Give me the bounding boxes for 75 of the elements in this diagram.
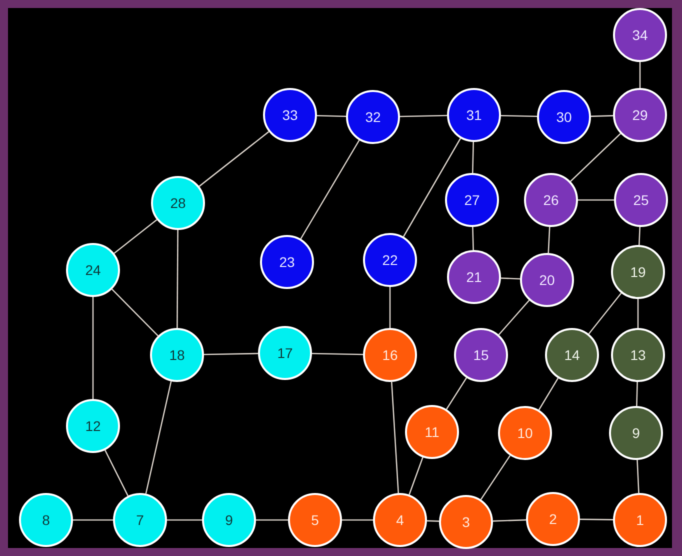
node-number: 8: [42, 513, 50, 527]
connector-line: [498, 300, 530, 336]
node-number: 11: [424, 425, 440, 439]
connector-line: [538, 378, 559, 410]
connector-line: [636, 382, 638, 406]
connector-line: [480, 455, 511, 500]
connector-line: [389, 287, 391, 328]
connector-line: [176, 230, 178, 328]
connector-line: [408, 457, 424, 495]
node-number: 30: [556, 110, 572, 124]
connector-line: [578, 199, 614, 201]
node-number: 2: [549, 512, 557, 526]
connector-line: [570, 133, 621, 182]
node-number: 9: [632, 426, 640, 440]
connector-line: [402, 138, 462, 237]
connector-line: [637, 299, 639, 328]
connector-line: [472, 142, 474, 174]
connector-line: [472, 226, 474, 250]
connector-line: [426, 520, 440, 522]
connector-line: [588, 292, 622, 334]
connector-line: [104, 450, 128, 496]
connector-line: [114, 219, 158, 254]
connector-line: [636, 460, 640, 494]
node-number: 20: [539, 273, 555, 287]
node-number: 1: [636, 513, 644, 527]
connector-line: [112, 288, 158, 336]
connector-line: [400, 114, 448, 118]
connector-line: [300, 140, 360, 240]
connector-line: [204, 352, 258, 356]
node-number: 5: [311, 513, 319, 527]
connector-line: [446, 377, 468, 410]
connector-line: [492, 519, 526, 522]
connector-line: [500, 277, 520, 280]
node-number: 18: [169, 348, 185, 362]
node-number: 4: [396, 513, 404, 527]
connector-line: [548, 226, 550, 254]
connector-line: [580, 518, 613, 520]
connector-line: [256, 519, 288, 521]
node-number: 22: [382, 253, 398, 267]
node-number: 21: [466, 270, 482, 284]
node-number: 25: [633, 193, 649, 207]
connector-line: [500, 114, 538, 118]
connector-line: [316, 115, 346, 117]
node-number: 16: [382, 348, 398, 362]
node-number: 29: [632, 108, 648, 122]
node-number: 27: [464, 193, 480, 207]
connector-line: [590, 115, 614, 117]
node-number: 3: [462, 515, 470, 529]
node-number: 9: [225, 513, 233, 527]
connector-line: [639, 62, 641, 88]
node-number: 17: [277, 346, 293, 360]
node-number: 31: [466, 108, 482, 122]
node-number: 12: [85, 419, 101, 433]
node-number: 32: [365, 110, 381, 124]
connector-line: [73, 519, 113, 521]
node-number: 15: [473, 348, 489, 362]
node-number: 34: [632, 28, 648, 42]
node-number: 23: [279, 255, 295, 269]
connector-line: [390, 382, 400, 494]
node-number: 28: [170, 196, 186, 210]
connector-line: [198, 131, 270, 187]
node-number: 26: [543, 193, 559, 207]
node-number: 19: [630, 265, 646, 279]
connector-line: [167, 519, 202, 521]
node-number: 7: [136, 513, 144, 527]
node-number: 33: [282, 108, 298, 122]
node-number: 13: [630, 348, 646, 362]
connector-line: [92, 297, 94, 399]
node-number: 14: [564, 348, 580, 362]
connector-line: [342, 519, 373, 521]
connector-line: [312, 352, 364, 356]
connector-line: [638, 226, 641, 246]
node-number: 10: [517, 426, 533, 440]
node-number: 24: [85, 263, 101, 277]
connector-line: [145, 381, 172, 494]
